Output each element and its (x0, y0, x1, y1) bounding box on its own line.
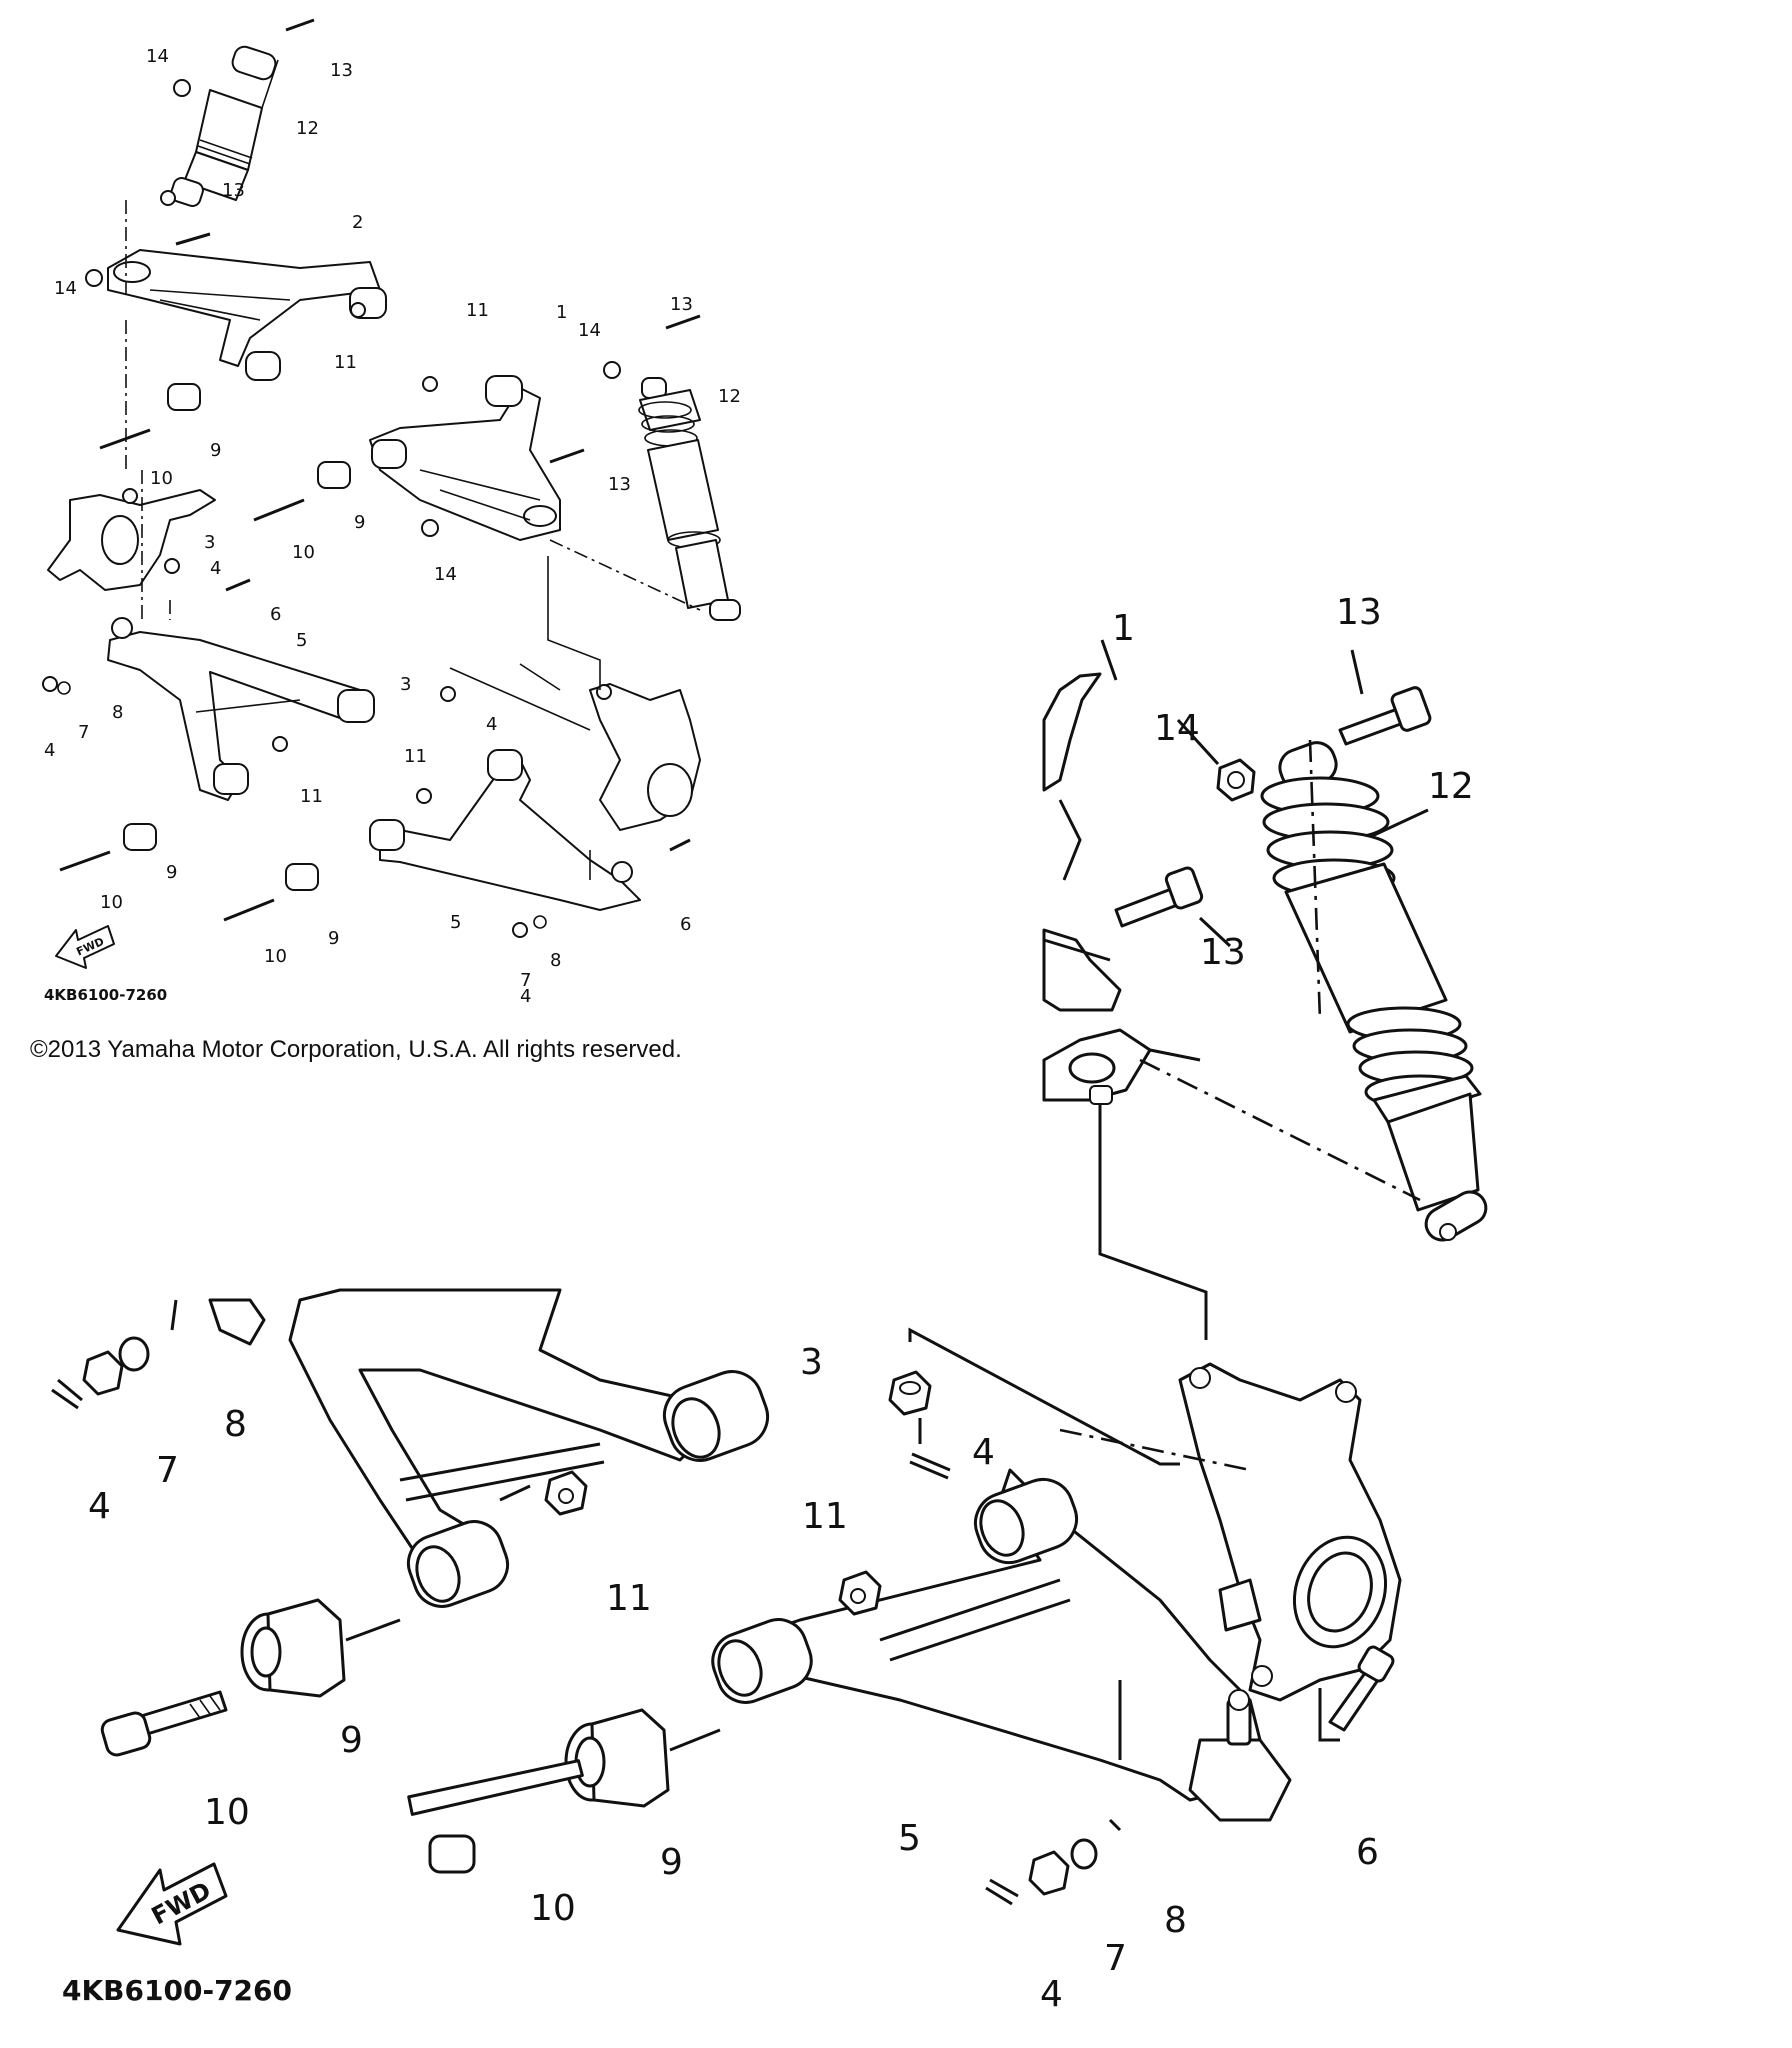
lower-callout-4-left: 4 (88, 1486, 111, 1527)
lower-callout-10-right: 10 (530, 1888, 576, 1929)
overview-callout-7b: 7 (520, 970, 531, 991)
detail-callout-13-mid: 13 (1200, 932, 1246, 973)
overview-callout-11d: 11 (404, 746, 427, 767)
detail-callout-1: 1 (1112, 608, 1135, 649)
detail-diagram-code: 4KB6100-7260 (62, 1974, 292, 2007)
copyright-notice: ©2013 Yamaha Motor Corporation, U.S.A. A… (30, 1036, 682, 1063)
overview-callout-10: 10 (150, 468, 173, 489)
lower-callout-6: 6 (1356, 1832, 1379, 1873)
overview-callout-12: 12 (296, 118, 319, 139)
overview-callout-5: 5 (296, 630, 307, 651)
overview-callouts: 14 13 12 13 2 14 11 1 13 11 14 12 9 10 1… (44, 46, 741, 1007)
lower-callout-8-right: 8 (1164, 1900, 1187, 1941)
overview-callout-6b: 6 (680, 914, 691, 935)
detail-callout-14: 14 (1154, 708, 1200, 749)
detail-lower-knuckle-drawing (1178, 1362, 1402, 1702)
overview-callout-4: 4 (210, 558, 221, 579)
overview-callout-11c: 11 (300, 786, 323, 807)
overview-callout-4c: 4 (486, 714, 497, 735)
overview-callout-6: 6 (270, 604, 281, 625)
detail-bushing-9-left (240, 1598, 346, 1698)
overview-callout-14: 14 (146, 46, 169, 67)
lower-callout-5: 5 (898, 1818, 921, 1859)
detail-lower-hardware (51, 1336, 1098, 1906)
overview-callout-12b: 12 (718, 386, 741, 407)
lower-callout-9-right: 9 (660, 1842, 683, 1883)
detail-bolt-10-left (100, 1690, 228, 1757)
overview-callout-7: 7 (78, 722, 89, 743)
overview-callout-14d: 14 (434, 564, 457, 585)
overview-callout-11: 11 (334, 352, 357, 373)
overview-callout-13: 13 (330, 60, 353, 81)
right-shock-absorber-drawing (638, 377, 741, 621)
overview-callout-8b: 8 (550, 950, 561, 971)
overview-callout-9b: 9 (354, 512, 365, 533)
lower-callout-7-right: 7 (1104, 1938, 1127, 1979)
upper-shock-absorber-drawing (160, 45, 279, 207)
overview-fwd-arrow: FWD (55, 925, 115, 969)
detail-lower-diagram: 3 4 11 8 7 4 11 9 10 9 10 5 6 8 7 4 FWD … (51, 1288, 1402, 2015)
overview-diagram: 14 13 12 13 2 14 11 1 13 11 14 12 9 10 1… (42, 18, 741, 1007)
lower-arm-left-drawing (107, 617, 375, 801)
overview-callout-4d: 4 (520, 986, 531, 1007)
overview-callout-10b: 10 (292, 542, 315, 563)
overview-callout-3b: 3 (400, 674, 411, 695)
detail-callout-12: 12 (1428, 766, 1474, 807)
detail-bolt-6 (1328, 1645, 1395, 1732)
detail-callout-13-top: 13 (1336, 592, 1382, 633)
overview-callout-13b: 13 (222, 180, 245, 201)
detail-lower-right-arm-drawing (711, 1468, 1292, 1822)
overview-callout-1: 1 (556, 302, 567, 323)
lower-callout-11-right: 11 (802, 1496, 848, 1537)
overview-callout-10d: 10 (264, 946, 287, 967)
detail-fwd-arrow: FWD (116, 1862, 228, 1946)
overview-callout-14b: 14 (54, 278, 77, 299)
overview-callout-3: 3 (204, 532, 215, 553)
detail-lower-callouts: 3 4 11 8 7 4 11 9 10 9 10 5 6 8 7 4 (88, 1342, 1379, 2015)
overview-callout-14c: 14 (578, 320, 601, 341)
lower-callout-10-left: 10 (204, 1792, 250, 1833)
lower-callout-9-left: 9 (340, 1720, 363, 1761)
detail-upper-diagram: 1 13 14 12 13 (1042, 592, 1488, 1340)
detail-lower-leader-lines (170, 1299, 1340, 1832)
lower-callout-4-right: 4 (1040, 1974, 1063, 2015)
overview-callout-4b: 4 (44, 740, 55, 761)
overview-callout-10c: 10 (100, 892, 123, 913)
detail-bushing-9-right (564, 1708, 670, 1808)
upper-arm-1-drawing (369, 375, 561, 541)
detail-upper-arm-drawing (1042, 672, 1201, 1105)
overview-callout-11b: 11 (466, 300, 489, 321)
upper-arm-2-drawing (107, 249, 387, 381)
overview-callout-13d: 13 (608, 474, 631, 495)
lower-callout-3: 3 (800, 1342, 823, 1383)
detail-upper-hardware-drawings (1114, 686, 1432, 928)
detail-upper-callouts: 1 13 14 12 13 (1112, 592, 1474, 973)
overview-callout-13c: 13 (670, 294, 693, 315)
detail-upper-leader-lines (1098, 639, 1429, 1340)
left-knuckle-drawing (47, 488, 216, 591)
overview-callout-9: 9 (210, 440, 221, 461)
lower-callout-11-left: 11 (606, 1578, 652, 1619)
detail-lower-left-arm-drawing (208, 1288, 770, 1608)
overview-callout-9d: 9 (328, 928, 339, 949)
lower-callout-4-top: 4 (972, 1432, 995, 1473)
lower-arm-right-drawing (369, 749, 641, 911)
overview-leader-lines (125, 200, 701, 880)
overview-callout-2: 2 (352, 212, 363, 233)
right-knuckle-drawing (589, 683, 701, 831)
overview-callout-8: 8 (112, 702, 123, 723)
overview-callout-5b: 5 (450, 912, 461, 933)
detail-bolt-10-right (407, 1759, 584, 1874)
overview-diagram-code: 4KB6100-7260 (44, 986, 167, 1004)
detail-shock-absorber-drawing (1260, 741, 1488, 1242)
lower-callout-8-left: 8 (224, 1404, 247, 1445)
overview-hardware-drawings (42, 18, 701, 938)
overview-callout-9c: 9 (166, 862, 177, 883)
lower-callout-7-left: 7 (156, 1450, 179, 1491)
